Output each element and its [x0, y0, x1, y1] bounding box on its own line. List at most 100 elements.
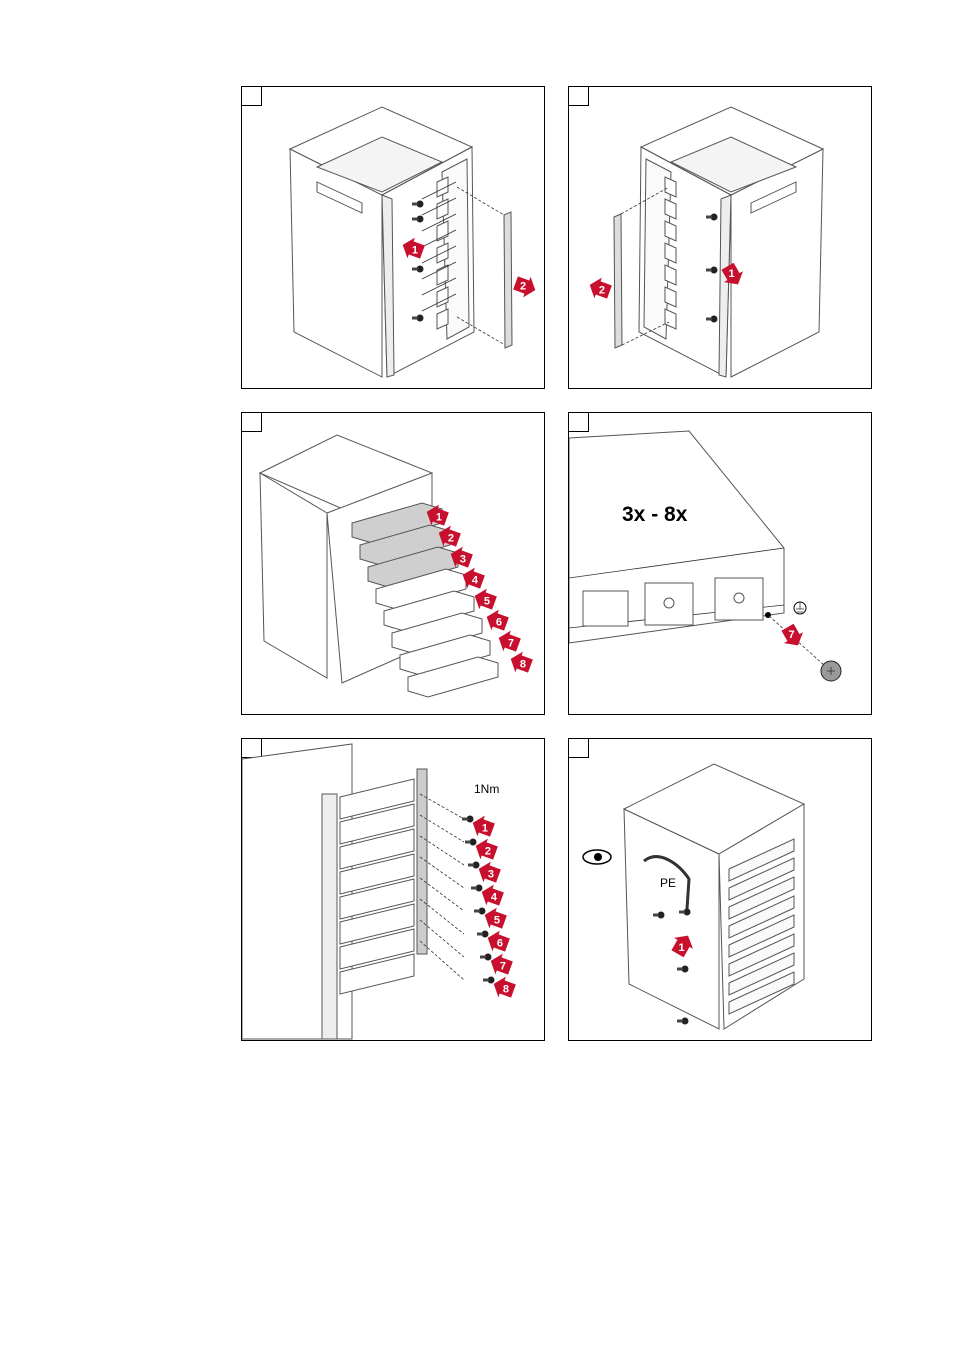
battery-module — [367, 546, 459, 588]
arrow-number: 6 — [497, 937, 503, 949]
battery-module — [339, 803, 415, 845]
guide-line — [569, 547, 785, 579]
arrow-icon — [490, 953, 513, 975]
screw-icon — [681, 1017, 689, 1025]
battery-module — [375, 568, 467, 610]
screw-icon — [466, 815, 474, 823]
arrow-number: 3 — [460, 553, 466, 565]
arrow-number: 3 — [488, 868, 494, 880]
arrow-number: 4 — [472, 574, 479, 586]
arrow-icon — [510, 651, 533, 673]
red-step-arrow: 8 — [510, 651, 533, 673]
arrow-icon — [513, 276, 536, 298]
arrow-icon — [481, 884, 504, 906]
battery-module — [339, 953, 415, 995]
arrow-number: 1 — [678, 942, 684, 954]
arrow-icon — [474, 588, 497, 610]
rail-slot — [664, 198, 677, 220]
arrow-icon — [402, 237, 425, 259]
battery-module — [339, 878, 415, 920]
guide-line — [620, 186, 670, 215]
step-number-box — [569, 87, 589, 106]
screw-icon — [477, 932, 483, 936]
rail-slot — [436, 176, 449, 198]
arrow-number: 2 — [520, 281, 526, 293]
screw-icon — [412, 316, 418, 320]
arrow-number: 2 — [485, 845, 491, 857]
arrow-number: 2 — [448, 532, 454, 544]
screw-icon — [683, 908, 691, 916]
arrow-icon — [472, 815, 495, 837]
screw-icon — [681, 965, 689, 973]
guide-line — [419, 856, 465, 889]
red-step-arrow: 7 — [781, 623, 804, 646]
guide-line — [621, 321, 670, 346]
screw-icon — [412, 202, 418, 206]
screw-icon — [462, 817, 468, 821]
red-step-arrow: 2 — [475, 838, 498, 860]
step-number-box — [242, 413, 262, 432]
red-step-arrow: 4 — [462, 567, 485, 589]
screw-icon — [412, 267, 418, 271]
eye-icon — [594, 853, 602, 861]
guide-line — [421, 213, 457, 232]
rail-slot — [664, 264, 677, 286]
red-step-arrow: 8 — [493, 976, 516, 998]
screw-icon — [474, 909, 480, 913]
screw-icon — [677, 1019, 683, 1023]
cabinet-remove-rail-rear-drawing: 12 — [589, 106, 825, 378]
step-number-box — [569, 413, 589, 432]
mounting-rail — [416, 768, 428, 955]
quantity-label: 3x - 8x — [622, 503, 688, 526]
screw-icon — [416, 215, 424, 223]
arrow-icon — [478, 861, 501, 883]
rail-slot — [436, 308, 449, 330]
cabinet-top-panel — [669, 136, 798, 193]
rail-slot — [664, 242, 677, 264]
screw-icon — [416, 200, 424, 208]
arrow-icon — [462, 567, 485, 589]
pe-connection-drawing: 1 — [582, 763, 806, 1030]
pe-cable — [643, 855, 691, 910]
cabinet-drawing — [638, 106, 825, 378]
screw-icon — [416, 314, 424, 322]
arrow-number: 4 — [491, 891, 498, 903]
screw-icon — [471, 886, 477, 890]
arrow-number: 8 — [520, 658, 526, 670]
screw-icon — [653, 913, 659, 917]
mounting-rail — [613, 213, 623, 349]
red-step-arrow: 1 — [426, 504, 449, 526]
arrow-icon — [671, 935, 694, 958]
module-earth-screw-drawing: 7 — [569, 430, 842, 682]
pe-label: PE — [660, 876, 677, 890]
arrow-icon — [438, 525, 461, 547]
guide-line — [421, 261, 457, 280]
red-step-arrow: 1 — [721, 262, 744, 285]
arrow-icon — [450, 546, 473, 568]
red-step-arrow: 1 — [472, 815, 495, 837]
cabinet-inner-rail — [643, 158, 672, 340]
step-number-box — [242, 87, 262, 106]
dc-terminal — [714, 577, 764, 621]
red-step-arrow: 7 — [490, 953, 513, 975]
screw-icon — [412, 217, 418, 221]
guide-line — [419, 835, 465, 866]
screw-icon — [484, 953, 492, 961]
guide-line — [456, 186, 505, 216]
arrow-number: 1 — [728, 268, 734, 280]
screw-icon — [706, 317, 712, 321]
arrow-icon — [589, 277, 612, 299]
cabinet-edge — [718, 194, 732, 378]
red-step-arrow: 5 — [474, 588, 497, 610]
cabinet-edge — [381, 194, 395, 378]
torque-label: 1Nm — [474, 782, 500, 796]
arrow-icon — [484, 907, 507, 929]
illustration-step-6: 1 PE — [568, 738, 872, 1041]
battery-module — [339, 828, 415, 870]
screw-icon — [706, 215, 712, 219]
battery-module — [399, 634, 491, 676]
guide-line — [421, 293, 457, 312]
